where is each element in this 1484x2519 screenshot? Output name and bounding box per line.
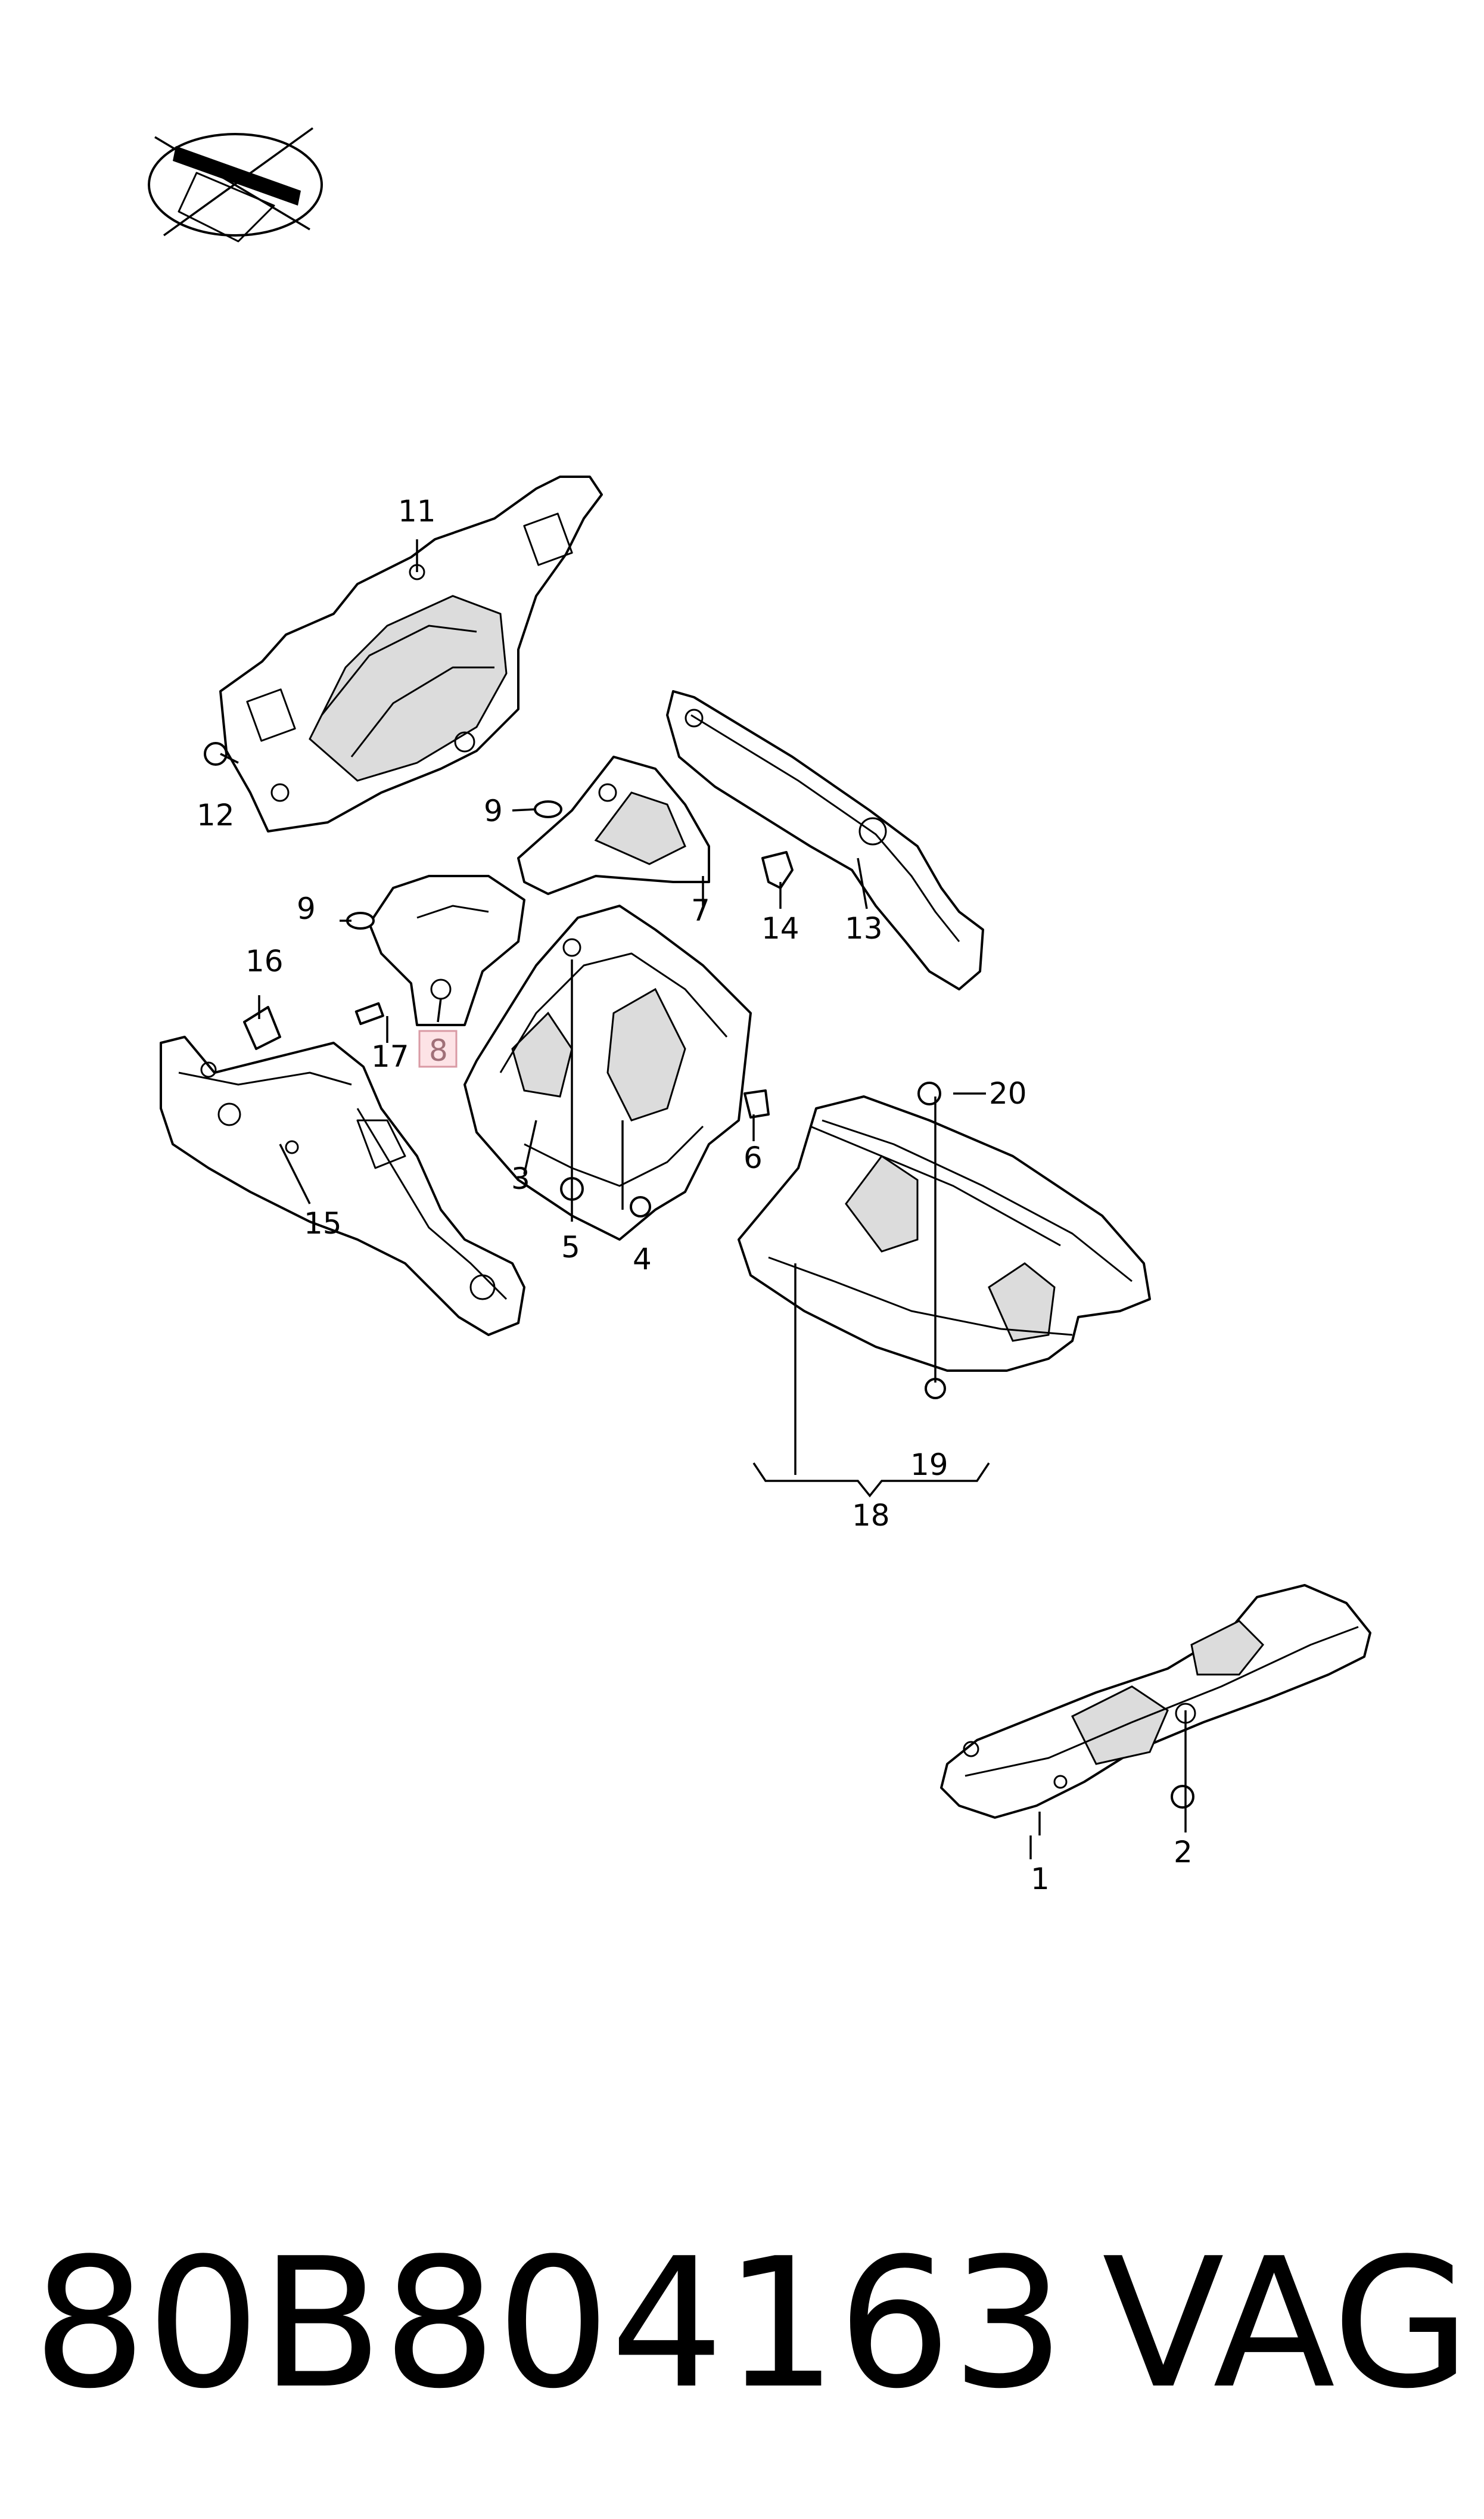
callout-4: 4 [633,1242,652,1276]
callout-8: 8 [429,1033,448,1068]
brand-label: VAG [1102,2220,1471,2428]
callout-18: 18 [852,1498,890,1533]
callout-11: 11 [398,494,436,529]
callout-13: 13 [845,911,883,946]
callout-17: 17 [371,1039,409,1074]
callout-20: 20 [989,1076,1027,1111]
callout-3: 3 [511,1161,530,1196]
callout-19: 19 [910,1448,948,1482]
callout-1: 1 [1031,1862,1050,1896]
callout-2: 2 [1174,1835,1193,1869]
part-15-rail-shield [160,1036,525,1336]
callout-9-lower: 9 [297,892,316,926]
part-number: 80B804163 [33,2220,1065,2428]
part-3-tunnel-shield [463,905,752,1241]
callout-15: 15 [304,1206,342,1241]
callout-8-highlight: 8 [418,1030,458,1068]
callout-7: 7 [691,893,710,928]
fasteners [204,742,1194,1809]
part-13-bracket [666,690,984,990]
part-8-shield [368,875,525,1026]
part-18-shield [738,1095,1151,1372]
part-11-heat-shield [219,476,603,833]
orientation-icon [148,127,323,243]
callout-9-upper: 9 [484,794,503,828]
callout-16: 16 [245,944,284,979]
callout-12: 12 [197,798,235,833]
part-7-shield [517,756,710,895]
callout-6: 6 [743,1141,763,1175]
part-1-shield [940,1584,1371,1819]
callout-14: 14 [761,911,799,946]
callout-labels: 11 12 9 9 7 14 13 16 17 8 20 6 3 15 5 4 … [197,494,1193,1896]
leader-lines [220,539,1187,1859]
callout-5: 5 [561,1230,580,1265]
